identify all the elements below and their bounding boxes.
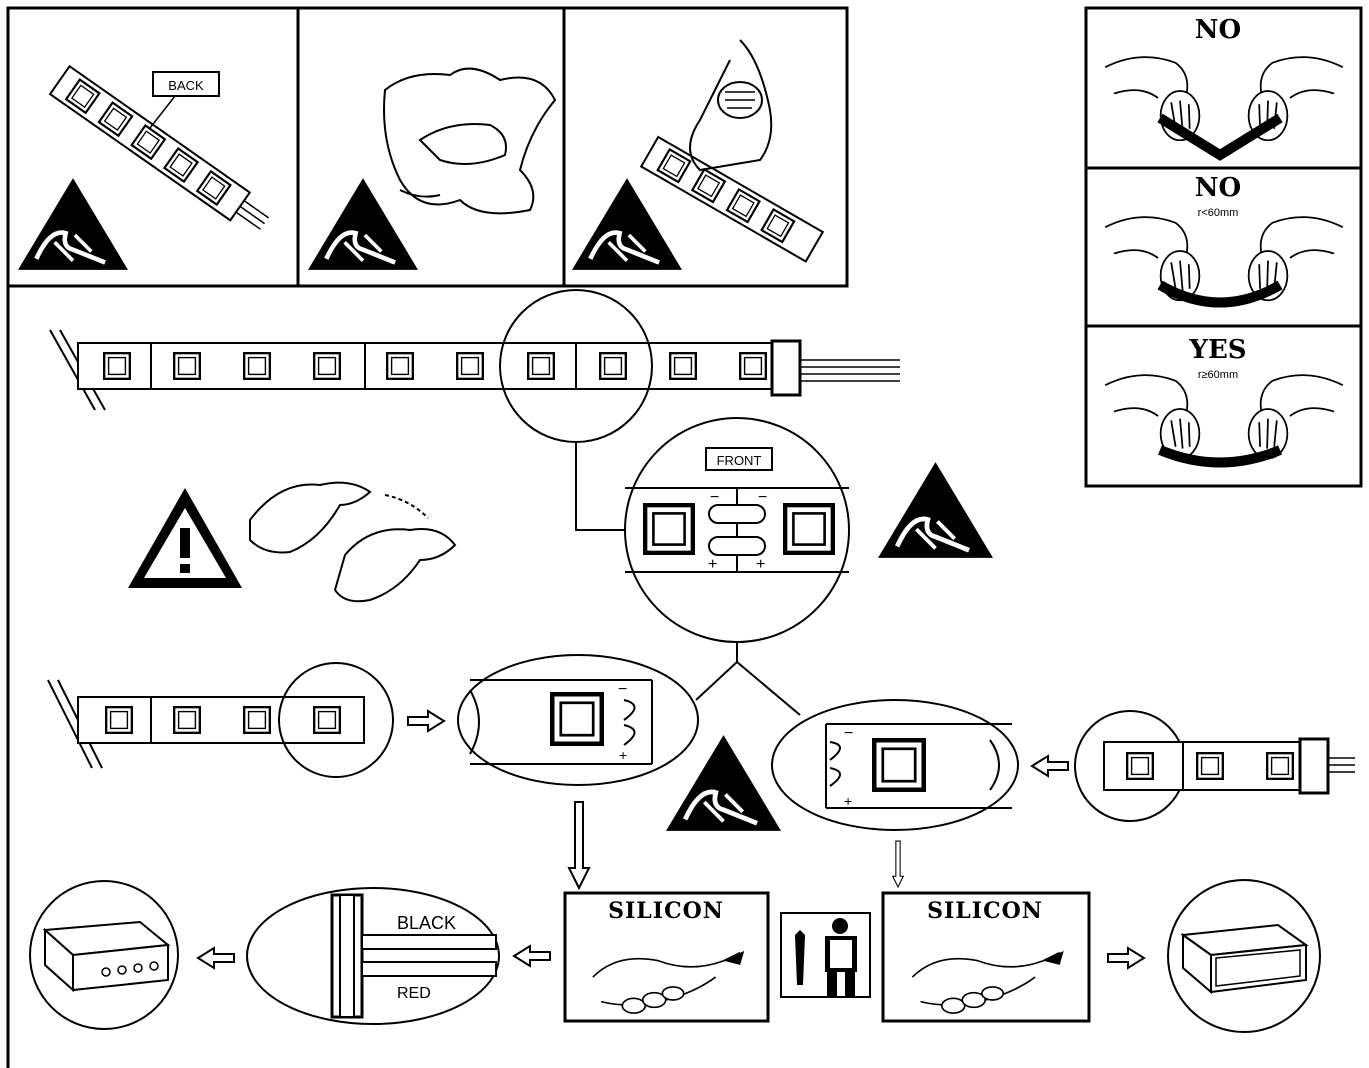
- left-end-detail: − +: [457, 654, 699, 786]
- front-label-box: [705, 447, 773, 471]
- bend-panel-no-2: NO r<60mm: [1084, 166, 1363, 328]
- end-cap-box-left: [29, 880, 179, 1030]
- front-minus-left: −: [710, 489, 719, 506]
- right-end-detail: − +: [771, 699, 1019, 831]
- left-plus: +: [619, 747, 627, 763]
- front-detail-circle: FRONT − − + +: [624, 417, 850, 643]
- front-plus-left: +: [708, 556, 717, 573]
- front-minus-right: −: [758, 489, 767, 506]
- cut-strip-right: [1074, 710, 1355, 822]
- silicon-panel-left: SILICON: [563, 891, 770, 1023]
- silicon-label-2: SILICON: [927, 898, 1043, 924]
- no-radius-label: r<60mm: [1198, 207, 1239, 219]
- bend-panel-no-1: NO: [1084, 6, 1363, 170]
- strip-connector: [770, 339, 802, 397]
- back-strip: [48, 64, 270, 230]
- technician-icon: [780, 912, 871, 998]
- wire-connection-detail: BLACK RED: [246, 887, 500, 1025]
- arrow-down-icon: [891, 840, 905, 888]
- arrow-right-icon: [1107, 947, 1145, 969]
- front-label: FRONT: [717, 453, 762, 468]
- no-label-1: NO: [1195, 15, 1241, 45]
- right-plus: +: [844, 793, 852, 809]
- yes-radius-label: r≥60mm: [1198, 369, 1238, 381]
- back-label-box: [152, 71, 220, 97]
- top-panel-3: [562, 6, 849, 288]
- left-minus: −: [618, 681, 627, 698]
- bend-panel-yes: YES r≥60mm: [1084, 324, 1363, 488]
- end-cap-box-right: [1167, 879, 1321, 1033]
- arrow-left-icon: [513, 945, 551, 967]
- top-panel-1: BACK: [6, 6, 300, 288]
- cut-strip-left: [47, 662, 394, 778]
- black-wire-label: BLACK: [397, 913, 456, 933]
- arrow-right-icon: [407, 710, 445, 732]
- red-wire-label: RED: [397, 985, 431, 1002]
- arrow-left-icon: [197, 947, 235, 969]
- back-label: BACK: [168, 78, 204, 93]
- gloved-hands-icon: [249, 481, 457, 603]
- silicon-panel-right: SILICON: [881, 891, 1091, 1023]
- arrow-down-icon: [568, 801, 590, 889]
- right-minus: −: [844, 725, 853, 742]
- yes-label: YES: [1188, 335, 1246, 365]
- silicon-label-1: SILICON: [608, 898, 724, 924]
- arrow-left-icon: [1031, 755, 1069, 777]
- esd-warning-icon: [878, 462, 993, 558]
- top-panel-2: [296, 6, 566, 288]
- front-plus-right: +: [756, 556, 765, 573]
- main-led-strip: [49, 329, 900, 411]
- caution-triangle-icon: [128, 488, 242, 588]
- no-label-2: NO: [1195, 173, 1241, 203]
